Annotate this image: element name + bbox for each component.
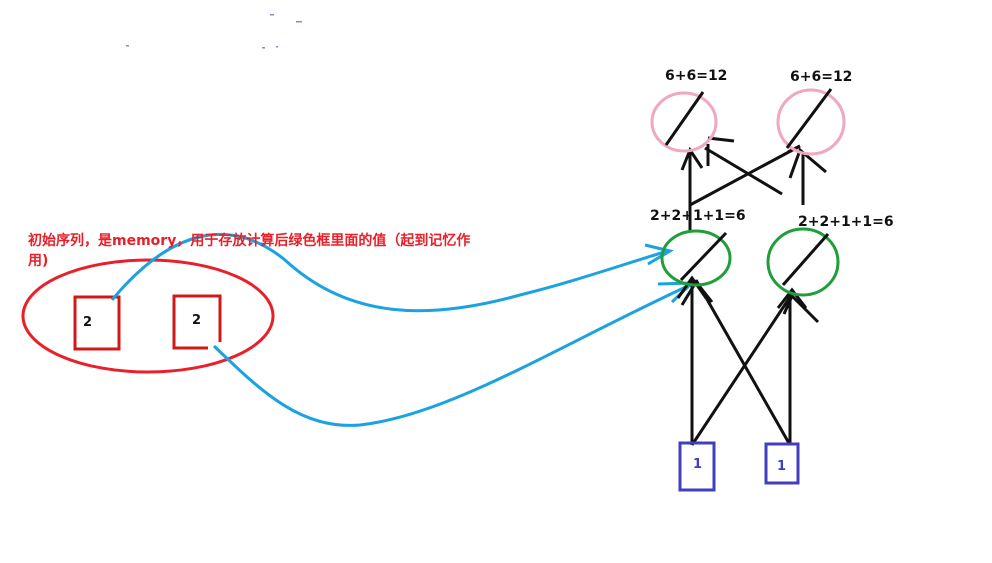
pink-node-1	[650, 91, 718, 153]
memory-value-1: 2	[83, 315, 93, 330]
leaf-value-1: 1	[693, 457, 703, 472]
memory-annotation: 初始序列，是memory，用于存放计算后绿色框里面的值（起到记忆作用)	[28, 233, 471, 269]
middle-equation-2: 2+2+1+1=6	[798, 214, 894, 230]
green-node-1	[660, 229, 732, 287]
top-equation-2: 6+6=12	[790, 69, 853, 85]
background-specks	[126, 14, 302, 49]
flow-arrow-1-head	[644, 243, 674, 266]
memory-value-2: 2	[192, 313, 202, 328]
middle-equation-1: 2+2+1+1=6	[650, 208, 746, 224]
flow-arrow-2	[212, 283, 691, 427]
top-equation-1: 6+6=12	[665, 68, 728, 84]
memory-box-1	[73, 295, 121, 351]
leaf-box-1	[678, 441, 716, 492]
leaf-box-2	[764, 442, 800, 485]
node-slashes	[664, 88, 833, 286]
memory-box-2	[172, 294, 222, 350]
green-node-2	[766, 227, 840, 297]
leaf-to-green-edges	[676, 275, 820, 446]
pink-node-2	[776, 88, 846, 156]
flow-arrow-1	[110, 232, 669, 313]
memory-ellipse	[21, 258, 275, 374]
leaf-value-2: 1	[777, 459, 787, 474]
